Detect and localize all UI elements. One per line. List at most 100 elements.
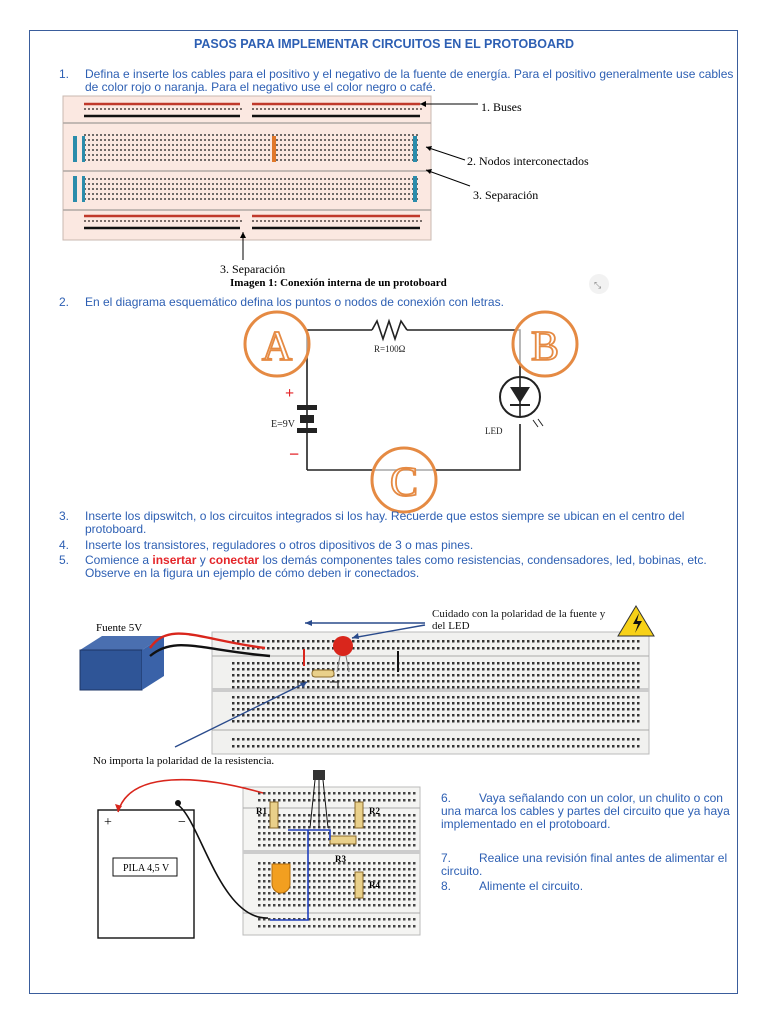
hole <box>92 220 94 222</box>
hole <box>452 738 455 741</box>
hole <box>382 686 385 689</box>
hole <box>402 714 405 717</box>
hole <box>442 647 445 650</box>
expand-icon[interactable]: ⤡ <box>594 280 601 290</box>
hole <box>172 154 174 156</box>
hole <box>388 154 390 156</box>
hole <box>422 686 425 689</box>
hole <box>352 220 354 222</box>
hole <box>388 139 390 141</box>
hole <box>400 149 402 151</box>
hole <box>308 799 311 802</box>
hole <box>257 668 260 671</box>
hole <box>132 139 134 141</box>
hole <box>597 668 600 671</box>
hole <box>587 662 590 665</box>
hole <box>408 193 410 195</box>
hole <box>303 832 306 835</box>
hole <box>602 696 605 699</box>
hole <box>408 188 410 190</box>
hole <box>607 640 610 643</box>
hole <box>116 154 118 156</box>
hole <box>327 680 330 683</box>
hole <box>258 832 261 835</box>
hole <box>244 159 246 161</box>
hole <box>408 892 411 895</box>
hole <box>336 188 338 190</box>
hole <box>363 826 366 829</box>
hole <box>292 720 295 723</box>
hole <box>398 886 401 889</box>
hole <box>258 826 261 829</box>
hole <box>312 220 314 222</box>
hole <box>240 159 242 161</box>
hole <box>283 844 286 847</box>
connection-strip <box>73 176 77 202</box>
hole <box>396 134 398 136</box>
hole <box>557 714 560 717</box>
hole <box>612 714 615 717</box>
hole <box>176 144 178 146</box>
hole <box>400 139 402 141</box>
hole <box>472 745 475 748</box>
hole <box>316 178 318 180</box>
hole <box>404 220 406 222</box>
hole <box>180 220 182 222</box>
hole <box>264 188 266 190</box>
hole <box>617 702 620 705</box>
hole <box>176 154 178 156</box>
hole <box>507 680 510 683</box>
hole <box>312 188 314 190</box>
hole <box>413 904 416 907</box>
hole <box>517 674 520 677</box>
hole <box>124 149 126 151</box>
hole <box>332 745 335 748</box>
figure1-caption: Imagen 1: Conexión interna de un protobo… <box>230 277 447 289</box>
hole <box>104 154 106 156</box>
hole <box>264 198 266 200</box>
hole <box>236 139 238 141</box>
hole <box>557 686 560 689</box>
hole <box>497 647 500 650</box>
hole <box>437 686 440 689</box>
hole <box>224 188 226 190</box>
hole <box>224 220 226 222</box>
hole <box>124 139 126 141</box>
hole <box>388 868 391 871</box>
hole <box>336 144 338 146</box>
hole <box>342 702 345 705</box>
hole <box>132 108 134 110</box>
hole <box>422 720 425 723</box>
hole <box>358 792 361 795</box>
hole <box>317 702 320 705</box>
hole <box>388 904 391 907</box>
hole <box>136 149 138 151</box>
hole <box>273 799 276 802</box>
hole <box>487 647 490 650</box>
hole <box>88 159 90 161</box>
hole <box>252 647 255 650</box>
hole <box>517 640 520 643</box>
hole <box>567 745 570 748</box>
hole <box>537 720 540 723</box>
hole <box>338 862 341 865</box>
hole <box>257 714 260 717</box>
hole <box>192 108 194 110</box>
hole <box>312 745 315 748</box>
hole <box>368 193 370 195</box>
hole <box>282 720 285 723</box>
hole <box>537 714 540 717</box>
hole <box>128 154 130 156</box>
hole <box>632 674 635 677</box>
hole <box>258 868 261 871</box>
hole <box>383 925 386 928</box>
hole <box>317 696 320 699</box>
hole <box>168 183 170 185</box>
hole <box>276 144 278 146</box>
hole <box>308 898 311 901</box>
hole <box>302 702 305 705</box>
hole <box>297 696 300 699</box>
hole <box>307 647 310 650</box>
hole <box>312 714 315 717</box>
hole <box>328 826 331 829</box>
